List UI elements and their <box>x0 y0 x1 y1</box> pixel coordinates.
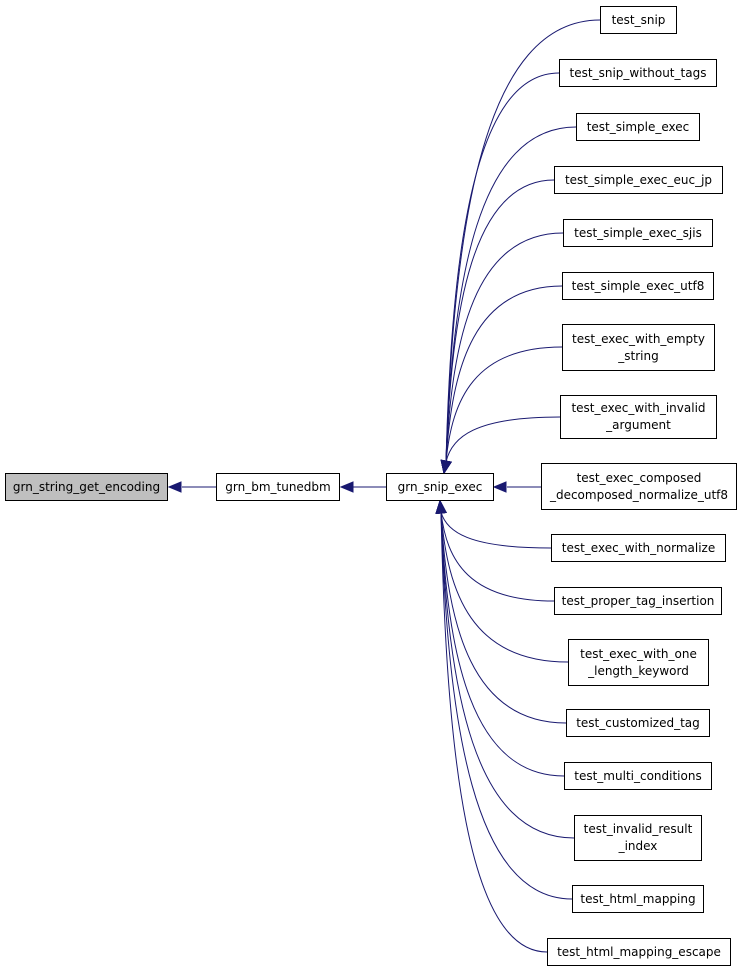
arrowhead-caller-9 <box>492 481 507 493</box>
edge-caller-8 <box>445 416 561 463</box>
edge-caller-7 <box>445 346 563 463</box>
edge-caller-4 <box>445 179 555 463</box>
edge-caller-13 <box>440 511 567 724</box>
node-test-snip-without-tags[interactable]: test_snip_without_tags <box>559 59 717 87</box>
edge-caller-14 <box>440 511 565 777</box>
node-test-exec-with-one-length-keyword[interactable]: test_exec_with_one _length_keyword <box>568 639 709 686</box>
node-grn-string-get-encoding: grn_string_get_encoding <box>5 473 168 501</box>
edge-caller-10 <box>440 511 552 549</box>
arrowhead-caller-17 <box>435 499 447 514</box>
edge-caller-6 <box>445 285 563 463</box>
edge-caller-16 <box>440 511 573 900</box>
edge-caller-5 <box>445 232 564 463</box>
node-test-simple-exec-euc-jp[interactable]: test_simple_exec_euc_jp <box>554 166 723 194</box>
node-test-exec-composed-decomposed-normalize-utf8[interactable]: test_exec_composed _decomposed_normalize… <box>541 463 737 510</box>
node-test-customized-tag[interactable]: test_customized_tag <box>566 709 710 737</box>
node-test-html-mapping[interactable]: test_html_mapping <box>572 885 704 913</box>
edge-caller-11 <box>440 511 555 602</box>
edge-caller-17 <box>440 511 548 953</box>
node-test-multi-conditions[interactable]: test_multi_conditions <box>564 762 712 790</box>
node-test-exec-with-normalize[interactable]: test_exec_with_normalize <box>551 534 726 562</box>
arrowhead-root <box>167 481 182 493</box>
node-test-simple-exec-utf8[interactable]: test_simple_exec_utf8 <box>562 272 714 300</box>
node-grn-snip-exec[interactable]: grn_snip_exec <box>386 473 494 501</box>
arrowhead-caller-8 <box>440 459 452 475</box>
node-test-simple-exec[interactable]: test_simple_exec <box>576 113 700 141</box>
node-grn-bm-tunedbm[interactable]: grn_bm_tunedbm <box>216 473 340 501</box>
edge-caller-15 <box>440 511 575 839</box>
node-test-proper-tag-insertion[interactable]: test_proper_tag_insertion <box>554 587 722 615</box>
node-test-exec-with-empty-string[interactable]: test_exec_with_empty _string <box>562 324 715 371</box>
arrowhead-bm <box>339 481 354 493</box>
edge-caller-12 <box>440 511 569 663</box>
node-test-invalid-result-index[interactable]: test_invalid_result _index <box>574 815 702 861</box>
node-test-simple-exec-sjis[interactable]: test_simple_exec_sjis <box>563 219 713 247</box>
edge-caller-1 <box>445 19 601 463</box>
node-test-exec-with-invalid-argument[interactable]: test_exec_with_invalid _argument <box>560 395 717 439</box>
node-test-snip[interactable]: test_snip <box>600 6 677 34</box>
node-test-html-mapping-escape[interactable]: test_html_mapping_escape <box>547 938 731 966</box>
edge-caller-2 <box>445 72 560 463</box>
